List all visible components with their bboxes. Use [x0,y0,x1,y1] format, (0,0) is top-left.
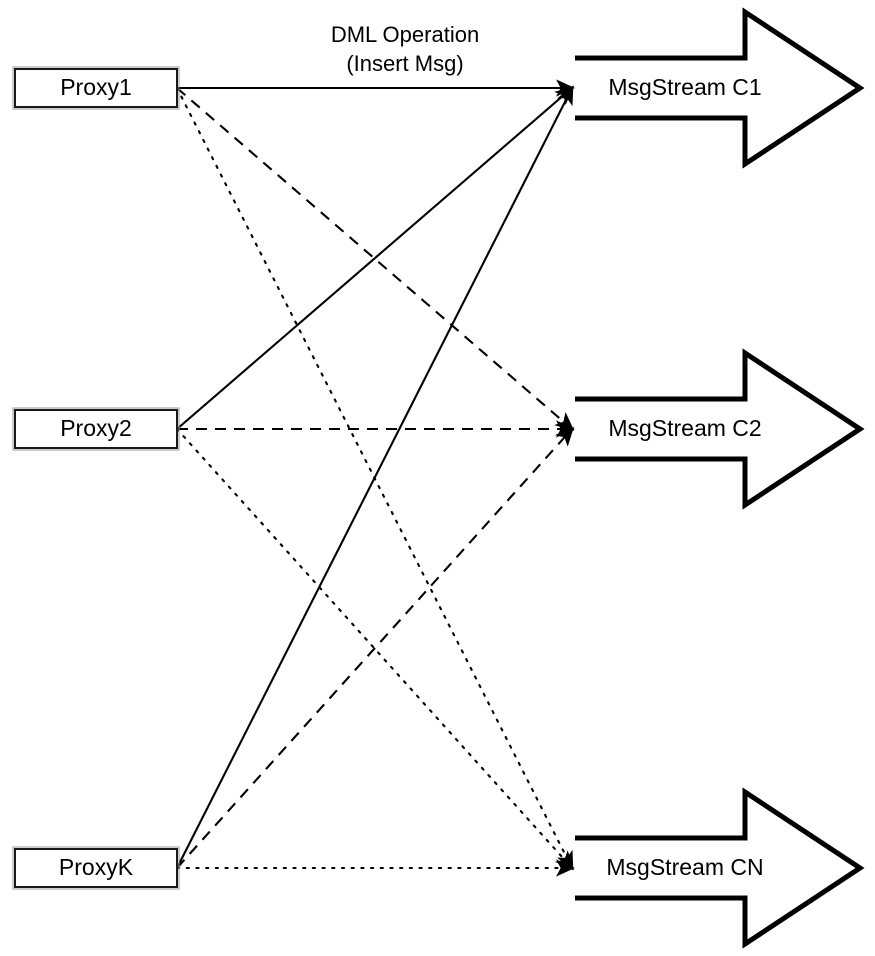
proxy-node-proxy2[interactable]: Proxy2 [12,407,180,451]
msgstream-node-stream_c2[interactable]: MsgStream C2 [575,348,865,510]
msgstream-arrow-shape[interactable] [575,348,865,510]
msgstream-label: MsgStream C2 [608,415,761,441]
msgstream-label: MsgStream C1 [608,74,761,100]
proxy-box-outline [12,407,180,451]
msgstream-arrow-shape[interactable] [575,7,865,169]
proxy-label: Proxy2 [60,415,132,441]
proxy-box-outline [12,66,180,110]
proxy-label: ProxyK [59,854,134,880]
proxy-box-outline [12,846,180,890]
connection-p1-c2 [176,87,575,431]
msgstream-node-stream_cn[interactable]: MsgStream CN [575,787,865,949]
edge-label-group: DML Operation (Insert Msg) [331,22,479,76]
msgstream-label: MsgStream CN [606,854,763,880]
streams-layer: MsgStream C1 MsgStream C2 MsgStream CN [575,7,865,949]
msgstream-node-stream_c1[interactable]: MsgStream C1 [575,7,865,169]
connection-p2-cn [175,427,574,871]
proxy-node-proxy1[interactable]: Proxy1 [12,66,180,110]
connection-pk-c2 [176,426,574,869]
proxy-label: Proxy1 [60,74,132,100]
connection-pk-c1 [176,85,574,869]
proxy-box-rect[interactable] [14,409,178,449]
edge-label-line-2: (Insert Msg) [346,51,463,76]
proxy-node-proxyk[interactable]: ProxyK [12,846,180,890]
edge-label-line-1: DML Operation [331,22,479,47]
connection-p2-c1 [176,86,575,430]
proxy-box-rect[interactable] [14,848,178,888]
proxy-box-rect[interactable] [14,68,178,108]
connections-layer [175,79,575,877]
msgstream-arrow-shape[interactable] [575,787,865,949]
